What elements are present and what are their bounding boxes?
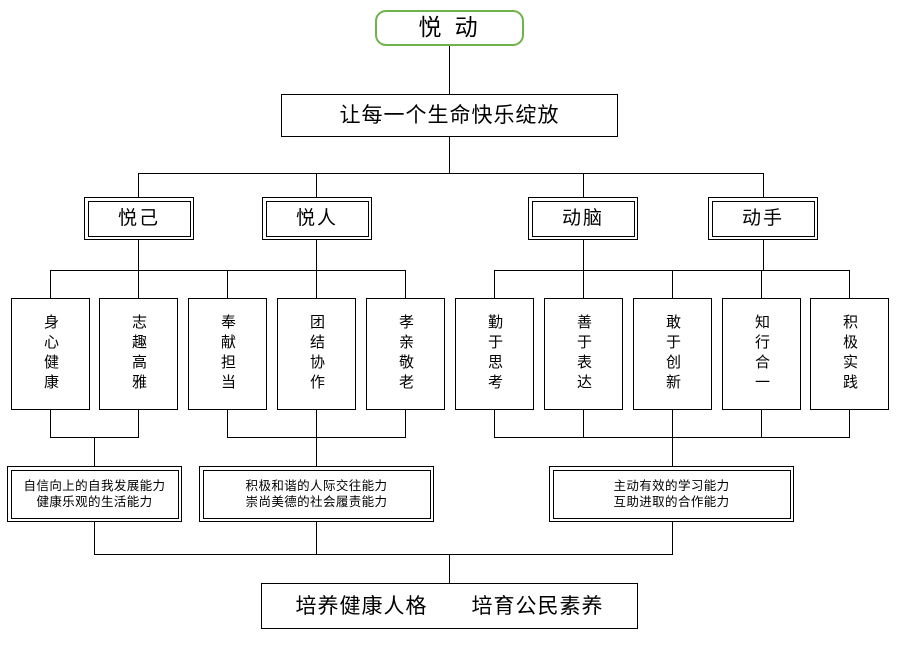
leaf-node-ganyuchuangxin[interactable]: 敢于创新 xyxy=(633,298,712,410)
connector-leaf9-to-merge-c xyxy=(761,410,763,438)
connector-leaf8-to-merge-c xyxy=(672,410,674,438)
ability-node-label: 积极和谐的人际交往能力 崇尚美德的社会履责能力 xyxy=(202,469,431,519)
connector-leaf3-to-merge-b xyxy=(227,410,229,438)
pillar-node-yueji[interactable]: 悦己 xyxy=(84,197,194,240)
leaf-node-fengxiandandang[interactable]: 奉献担当 xyxy=(188,298,267,410)
connector-pillar3-to-leafbus xyxy=(583,240,585,270)
pillar-node-label: 悦己 xyxy=(87,200,191,237)
leaf-node-label: 敢于创新 xyxy=(664,314,682,394)
connector-vision-to-bus xyxy=(449,137,451,173)
connector-leaf2-to-merge-a xyxy=(138,410,140,438)
connector-pillar2-to-leafbus xyxy=(316,240,318,270)
connector-bus-to-pillar-3 xyxy=(583,173,585,197)
leaf-node-zhixingheyi[interactable]: 知行合一 xyxy=(722,298,801,410)
connector-merge-a-to-ability1 xyxy=(94,437,96,466)
connector-ability3-to-goalbus xyxy=(672,522,674,555)
pillar-node-dongnao[interactable]: 动脑 xyxy=(528,197,638,240)
leaf-node-shenxinjiankang[interactable]: 身心健康 xyxy=(11,298,90,410)
goal-node[interactable]: 培养健康人格 培育公民素养 xyxy=(261,583,638,629)
vision-node[interactable]: 让每一个生命快乐绽放 xyxy=(281,94,618,137)
leaf-node-shanyubiaoda[interactable]: 善于表达 xyxy=(544,298,623,410)
connector-ability1-to-goalbus xyxy=(94,522,96,555)
leaf-node-label: 善于表达 xyxy=(575,314,593,394)
goal-node-label: 培养健康人格 培育公民素养 xyxy=(295,593,604,618)
leaf-node-label: 团结协作 xyxy=(308,314,326,394)
root-node-yuedong[interactable]: 悦 动 xyxy=(375,10,524,46)
connector-leaf4-to-merge-b xyxy=(316,410,318,438)
connector-leafbus-to-leaf-6 xyxy=(494,270,496,298)
ability-node-label: 自信向上的自我发展能力 健康乐观的生活能力 xyxy=(10,469,179,519)
connector-leaf5-to-merge-b xyxy=(405,410,407,438)
pillar-node-label: 动脑 xyxy=(531,200,635,237)
ability-node-learning-cooperation[interactable]: 主动有效的学习能力 互助进取的合作能力 xyxy=(549,466,794,522)
connector-goalbus-to-goal xyxy=(449,554,451,583)
connector-pillar4-to-leafbus xyxy=(763,240,765,270)
connector-leaf1-to-merge-a xyxy=(50,410,52,438)
connector-bus-to-pillar-2 xyxy=(316,173,318,197)
leaf-node-label: 身心健康 xyxy=(42,314,60,394)
connector-leafbus-to-leaf-9 xyxy=(761,270,763,298)
connector-goal-bus xyxy=(94,554,673,556)
connector-leaf6-to-merge-c xyxy=(494,410,496,438)
leaf-node-label: 志趣高雅 xyxy=(130,314,148,394)
connector-ability2-to-goalbus xyxy=(316,522,318,555)
pillar-node-yueren[interactable]: 悦人 xyxy=(262,197,372,240)
connector-leafbus-to-leaf-1 xyxy=(50,270,52,298)
ability-node-label: 主动有效的学习能力 互助进取的合作能力 xyxy=(552,469,791,519)
ability-node-self-development[interactable]: 自信向上的自我发展能力 健康乐观的生活能力 xyxy=(7,466,182,522)
vision-node-label: 让每一个生命快乐绽放 xyxy=(339,103,560,128)
leaf-node-jijishijian[interactable]: 积极实践 xyxy=(810,298,889,410)
leaf-node-tuanjiexiezuo[interactable]: 团结协作 xyxy=(277,298,356,410)
connector-merge-b-to-ability2 xyxy=(316,437,318,466)
ability-node-interpersonal[interactable]: 积极和谐的人际交往能力 崇尚美德的社会履责能力 xyxy=(199,466,434,522)
connector-leafbus-to-leaf-2 xyxy=(138,270,140,298)
leaf-node-xiaoqinjinglao[interactable]: 孝亲敬老 xyxy=(366,298,445,410)
connector-leaf7-to-merge-c xyxy=(583,410,585,438)
connector-leafbus-to-leaf-5 xyxy=(405,270,407,298)
connector-leafbus-to-leaf-10 xyxy=(849,270,851,298)
pillar-node-dongshou[interactable]: 动手 xyxy=(708,197,818,240)
pillar-node-label: 动手 xyxy=(711,200,815,237)
leaf-node-label: 勤于思考 xyxy=(486,314,504,394)
connector-pillar1-to-leafbus xyxy=(138,240,140,270)
connector-bus-to-pillar-4 xyxy=(763,173,765,197)
connector-leafbus-to-leaf-4 xyxy=(316,270,318,298)
connector-bus-to-pillar-1 xyxy=(138,173,140,197)
connector-leafbus-to-leaf-7 xyxy=(583,270,585,298)
connector-merge-c-to-ability3 xyxy=(672,437,674,466)
leaf-node-qinyusikao[interactable]: 勤于思考 xyxy=(455,298,534,410)
leaf-node-label: 知行合一 xyxy=(753,314,771,394)
leaf-node-label: 积极实践 xyxy=(841,314,859,394)
leaf-node-label: 奉献担当 xyxy=(219,314,237,394)
connector-root-to-vision xyxy=(449,46,451,94)
root-node-label: 悦 动 xyxy=(418,14,481,41)
leaf-node-label: 孝亲敬老 xyxy=(397,314,415,394)
connector-pillar-bus xyxy=(138,173,764,175)
leaf-node-zhiqugaoya[interactable]: 志趣高雅 xyxy=(99,298,178,410)
connector-leafbus-to-leaf-8 xyxy=(672,270,674,298)
connector-leaf10-to-merge-c xyxy=(849,410,851,438)
connector-leafbus-to-leaf-3 xyxy=(227,270,229,298)
pillar-node-label: 悦人 xyxy=(265,200,369,237)
